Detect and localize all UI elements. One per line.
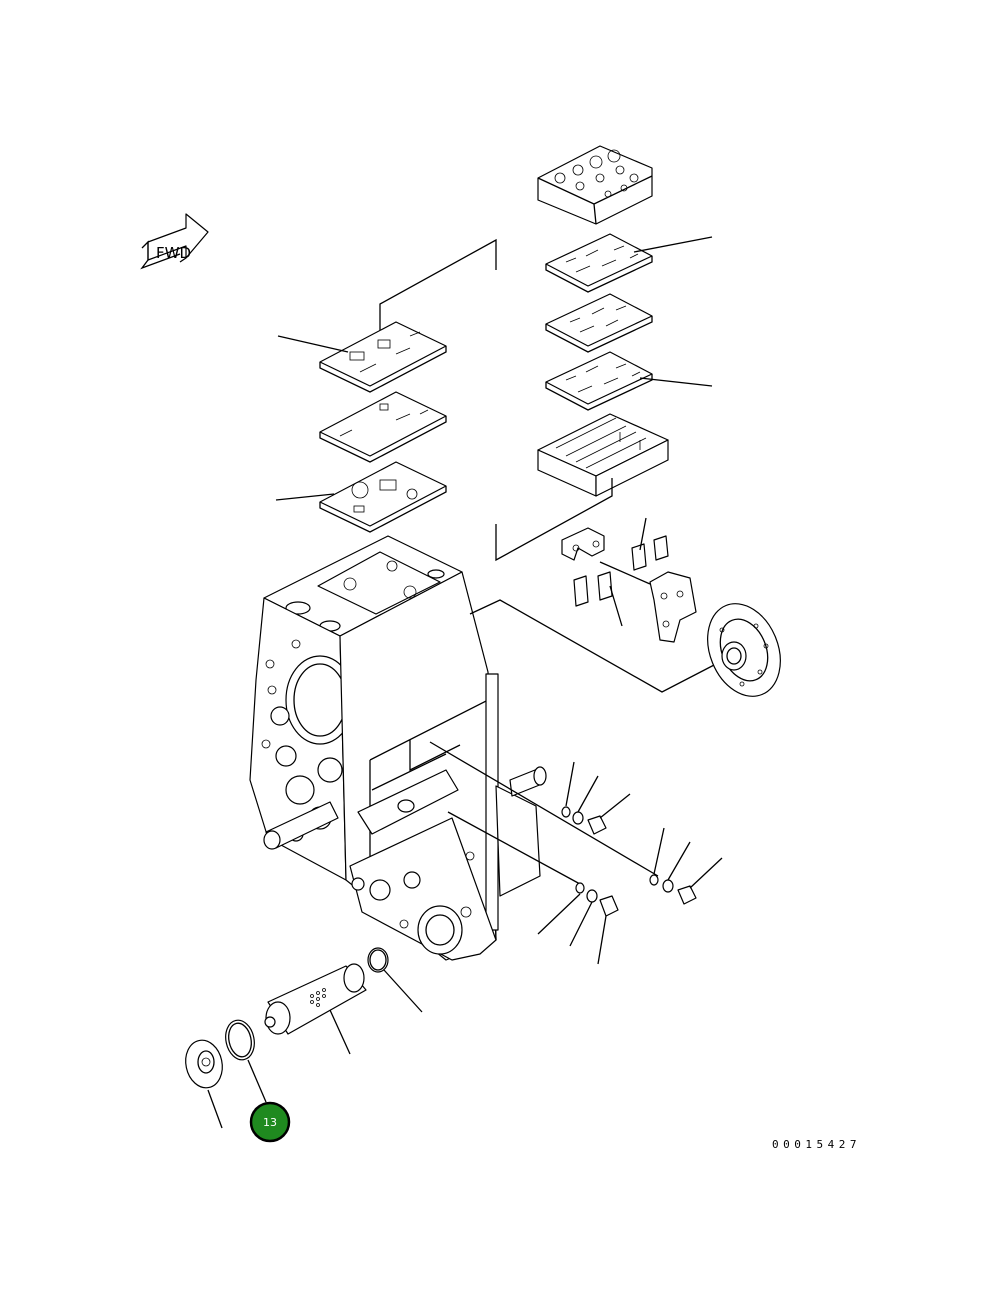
pin-3 — [573, 575, 589, 607]
transmission-case — [249, 535, 547, 961]
cover-plate — [185, 1039, 223, 1129]
valve-housing — [537, 413, 669, 497]
pin-2 — [653, 535, 669, 561]
washer-set-1 — [561, 761, 631, 835]
control-valve-body — [537, 145, 653, 225]
pin-4 — [597, 571, 613, 601]
oil-filter — [264, 963, 367, 1055]
leader-line — [275, 493, 335, 501]
o-ring-small — [225, 1019, 267, 1103]
pin-1 — [631, 543, 647, 571]
leader-line — [429, 741, 659, 885]
right-plate-1 — [545, 233, 653, 293]
washer-set-3 — [537, 882, 619, 965]
leader-line — [633, 236, 713, 253]
washer-set-2 — [649, 827, 723, 905]
fwd-label: FWD — [156, 244, 191, 262]
o-ring-large — [367, 947, 423, 1013]
drawing-number: 00015427 — [772, 1138, 861, 1151]
right-plate-3 — [545, 351, 653, 411]
callout-circle[interactable] — [249, 1101, 291, 1143]
clip-bracket-left — [561, 527, 605, 561]
group-bracket-line — [495, 478, 613, 562]
left-plate-1 — [319, 321, 447, 393]
fwd-arrow-icon: FWD — [140, 213, 209, 270]
leader-line — [277, 335, 349, 353]
torque-converter-plate — [707, 603, 781, 697]
left-plate-2 — [319, 391, 447, 463]
leader-line — [639, 377, 713, 387]
leader-line — [599, 517, 651, 627]
clip-bracket-right — [649, 571, 697, 643]
leader-line — [469, 599, 717, 693]
group-bracket-line — [379, 238, 497, 332]
right-plate-2 — [545, 293, 653, 353]
callout-number: 13 — [263, 1116, 277, 1129]
left-plate-3 — [319, 461, 447, 533]
callout-marker[interactable]: 13 — [249, 1101, 291, 1143]
